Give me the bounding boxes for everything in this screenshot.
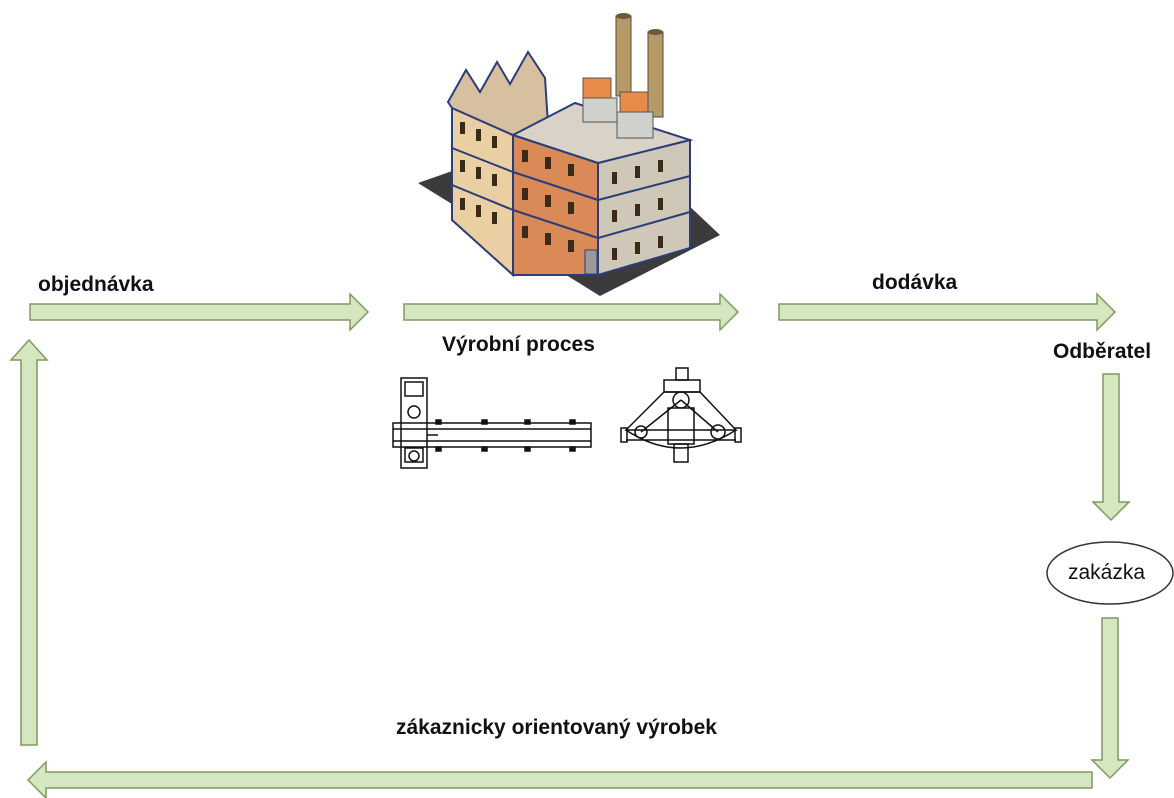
- arrow-customer-down: [1091, 373, 1131, 522]
- factory-icon: [418, 13, 720, 296]
- arrow-feedback-up: [9, 338, 49, 746]
- contract-ellipse: [1046, 541, 1174, 605]
- label-production: Výrobní proces: [442, 333, 595, 356]
- arrow-production: [403, 292, 740, 332]
- arrow-product-return: [26, 760, 1093, 798]
- crusher-machine-icon: [620, 367, 742, 463]
- label-product: zákaznicky orientovaný výrobek: [396, 716, 717, 739]
- arrow-contract-down: [1090, 617, 1130, 780]
- label-customer: Odběratel: [1053, 340, 1152, 363]
- conveyor-machine-icon: [392, 377, 592, 469]
- arrow-order: [29, 292, 370, 332]
- label-contract: zakázka: [1068, 561, 1146, 584]
- label-delivery: dodávka: [872, 271, 958, 294]
- arrow-delivery: [778, 292, 1117, 332]
- label-order: objednávka: [38, 273, 154, 296]
